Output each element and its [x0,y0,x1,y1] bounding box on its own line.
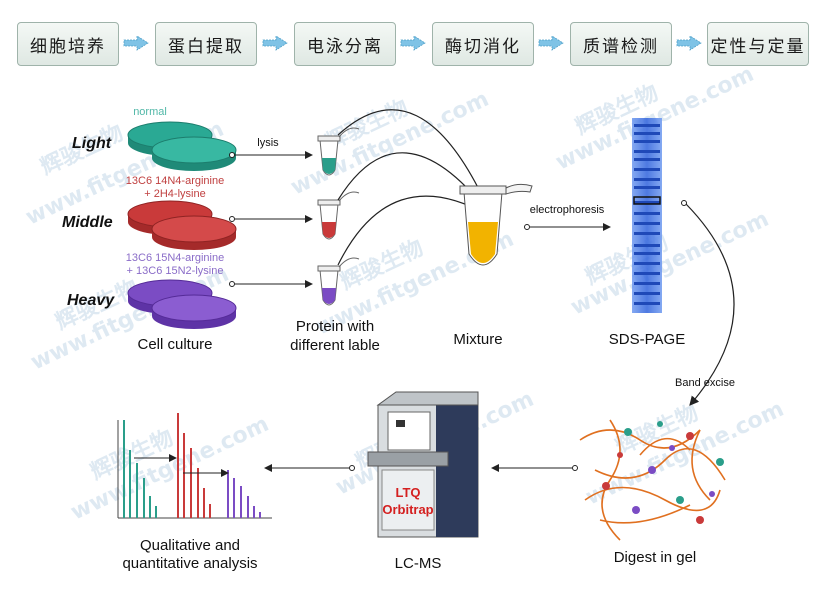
gel-band [634,272,660,275]
arrow-start [572,465,578,471]
gel-band [634,186,660,189]
step-label: 质谱检测 [583,36,659,57]
gel-band [634,150,660,153]
mixture-tube [459,183,533,266]
analysis-label-line1: Qualitative and [140,537,240,554]
lysis-arrows [229,151,313,288]
analysis-label-line2: quantitative analysis [122,555,257,572]
arrow-right-icon [400,35,426,51]
light-dishes [127,121,237,171]
gel-band [634,232,660,235]
lcms-label: LC-MS [395,555,442,572]
tube-heavy [317,257,360,306]
step-label: 定性与定量 [710,36,806,57]
step-electrophoresis: 电泳分离 [294,22,396,66]
gel-band [634,244,660,247]
middle-label: Middle [62,214,113,231]
sds-page-label: SDS-PAGE [609,331,685,348]
band-excise-label: Band excise [675,377,735,389]
gel-band [634,168,660,171]
gel-band [634,201,660,204]
step-label: 细胞培养 [30,36,106,57]
arrow-start [681,200,687,206]
digest-beads [602,421,724,524]
step-ms-detection: 质谱检测 [570,22,672,66]
orbitrap-label: Orbitrap [382,502,433,517]
step-label: 蛋白提取 [168,36,244,57]
arrow-right-icon [676,35,702,51]
excised-band [633,196,661,205]
step-protein-extraction: 蛋白提取 [155,22,257,66]
light-label: Light [72,135,112,152]
tube-light [317,127,360,176]
band-excise-arrow [685,203,735,406]
mixture-label: Mixture [453,331,502,348]
arrow-right-icon [262,35,288,51]
heavy-label: Heavy [67,292,115,309]
svg-text:13C6 14N4-arginine: 13C6 14N4-arginine [126,175,224,187]
gel-band [634,212,660,215]
lcms-instrument: LTQ Orbitrap [367,391,479,538]
gel-band [634,222,660,225]
step-digestion: 酶切消化 [432,22,534,66]
arrow-start [524,224,530,230]
lysis-label: lysis [257,137,279,149]
cell-culture-label: Cell culture [137,336,212,353]
gel-band [634,124,660,127]
svg-text:+ 13C6 15N2-lysine: + 13C6 15N2-lysine [127,265,224,277]
electrophoresis-label: electrophoresis [530,204,605,216]
gel-band [634,262,660,265]
gel-band [634,282,660,285]
sds-page-gel [632,118,662,313]
heavy-reagents: 13C6 15N4-arginine + 13C6 15N2-lysine [126,252,224,277]
step-label: 酶切消化 [445,36,521,57]
gel-band [634,178,660,181]
ltq-label: LTQ [395,485,420,500]
protein-label-line2: different lable [290,337,380,354]
middle-dishes [127,200,237,250]
gel-band [634,252,660,255]
arrow-start [349,465,355,471]
spectrum-plot [117,413,272,519]
svg-text:+ 2H4-lysine: + 2H4-lysine [144,188,205,200]
arrow-right-icon [538,35,564,51]
gel-band [634,292,660,295]
gel-band [634,132,660,135]
step-label: 电泳分离 [307,36,383,57]
protein-label-line1: Protein with [296,318,374,335]
gel-band [634,158,660,161]
normal-label: normal [133,106,167,118]
arrow-right-icon [123,35,149,51]
digest-label: Digest in gel [614,549,697,566]
svg-text:13C6 15N4-arginine: 13C6 15N4-arginine [126,252,224,264]
gel-band [634,302,660,305]
middle-reagents: 13C6 14N4-arginine + 2H4-lysine [126,175,224,200]
step-quantification: 定性与定量 [707,22,809,66]
tube-middle [317,191,360,240]
step-cell-culture: 细胞培养 [17,22,119,66]
gel-band [634,140,660,143]
heavy-dishes [127,279,237,329]
